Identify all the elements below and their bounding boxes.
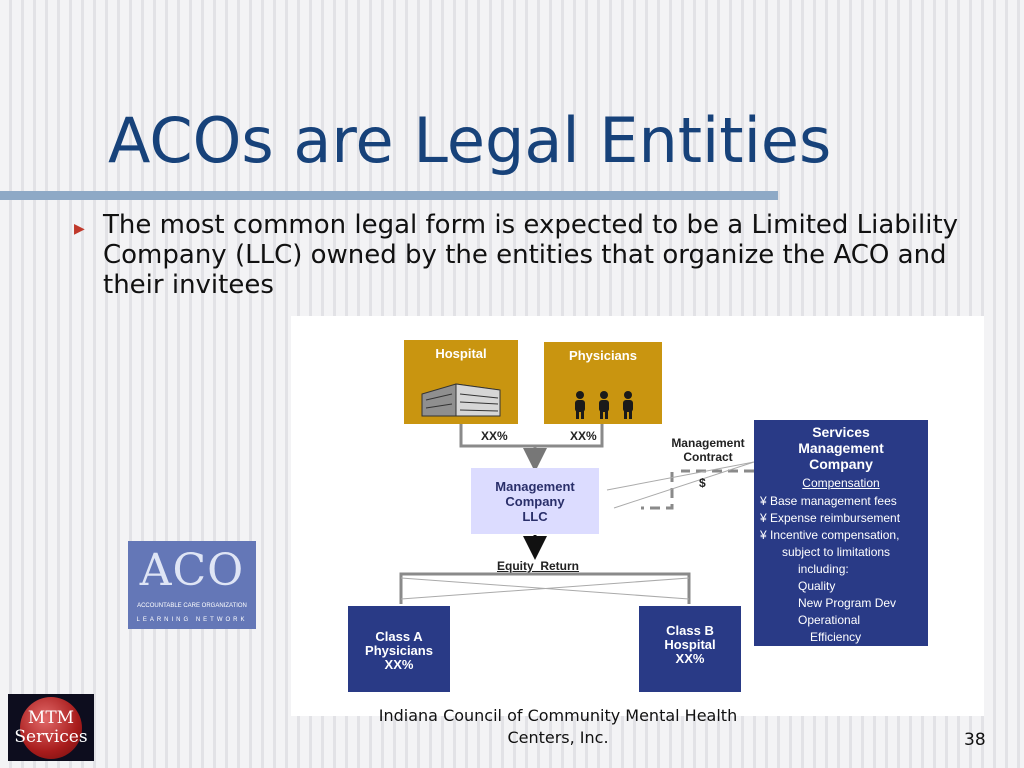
list-item: including: xyxy=(798,562,849,576)
physicians-label: Physicians xyxy=(569,348,637,363)
aco-learning-network-logo: ACO ACCOUNTABLE CARE ORGANIZATION LEARNI… xyxy=(128,541,256,629)
aco-logo-text: ACO xyxy=(139,545,245,596)
dollar-label: $ xyxy=(699,476,706,490)
diagram-connectors xyxy=(399,424,755,604)
class-a-physicians-box: Class A Physicians XX% xyxy=(348,606,450,692)
list-item: Quality xyxy=(798,579,836,593)
llc-line-3: LLC xyxy=(522,509,548,524)
list-item: New Program Dev xyxy=(798,596,897,610)
class-a-line-2: Physicians xyxy=(365,643,433,658)
slide-number: 38 xyxy=(964,730,986,750)
list-item: ¥ Base management fees xyxy=(760,494,897,508)
physicians-ownership-pct: XX% xyxy=(570,429,597,443)
hospital-label: Hospital xyxy=(435,346,487,361)
llc-line-1: Management xyxy=(495,479,575,494)
equity-return-connector xyxy=(399,535,691,604)
class-b-line-1: Class B xyxy=(666,623,714,638)
aco-logo-line-1: ACCOUNTABLE CARE ORGANIZATION xyxy=(137,603,247,609)
list-item: subject to limitations xyxy=(782,545,891,559)
hospital-box: Hospital xyxy=(404,340,518,424)
services-title: Services Management Company xyxy=(798,424,884,472)
mtm-logo-circle xyxy=(20,697,82,759)
title-underline xyxy=(0,191,778,200)
class-a-line-3: XX% xyxy=(384,657,414,672)
bullet-arrow-icon: ▶ xyxy=(74,221,85,237)
mtm-services-logo: MTM Services xyxy=(8,694,94,761)
list-item: Operational xyxy=(798,613,861,627)
list-item: ¥ Incentive compensation, xyxy=(760,528,900,542)
management-contract-label: Management Contract xyxy=(663,436,753,464)
llc-line-2: Company xyxy=(505,494,565,509)
class-b-line-2: Hospital xyxy=(664,637,716,652)
ownership-connector xyxy=(459,424,604,472)
services-management-company-box: Services Management Company Compensation… xyxy=(754,420,928,646)
equity-return-label: Equity Return xyxy=(497,559,580,573)
list-item: Efficiency xyxy=(810,630,862,644)
class-b-hospital-box: Class B Hospital XX% xyxy=(639,606,741,692)
three-people-icon xyxy=(575,391,633,419)
class-b-line-3: XX% xyxy=(675,651,705,666)
class-a-line-1: Class A xyxy=(375,629,423,644)
services-compensation-list: ¥ Base management fees ¥ Expense reimbur… xyxy=(760,493,900,646)
bullet-text: The most common legal form is expected t… xyxy=(103,210,959,300)
physicians-box: Physicians xyxy=(544,342,662,424)
slide-title: ACOs are Legal Entities xyxy=(108,104,832,177)
management-contract-connector xyxy=(606,461,755,510)
aco-logo-line-2: LEARNING NETWORK xyxy=(136,617,248,623)
footer-text: Indiana Council of Community Mental Heal… xyxy=(378,706,738,747)
mtm-logo-line-2: Services xyxy=(14,727,88,747)
services-compensation-label: Compensation xyxy=(802,476,880,490)
hospital-building-icon xyxy=(421,383,501,417)
hospital-ownership-pct: XX% xyxy=(481,429,508,443)
mgmt-contract-line-2: Contract xyxy=(683,450,733,464)
management-company-llc-box: Management Company LLC xyxy=(471,468,599,534)
list-item: ¥ Expense reimbursement xyxy=(760,511,901,525)
mgmt-contract-line-1: Management xyxy=(671,436,745,450)
aco-structure-diagram: Hospital Physicians XX% XX% Management C… xyxy=(291,316,984,716)
mtm-logo-line-1: MTM xyxy=(27,708,75,728)
